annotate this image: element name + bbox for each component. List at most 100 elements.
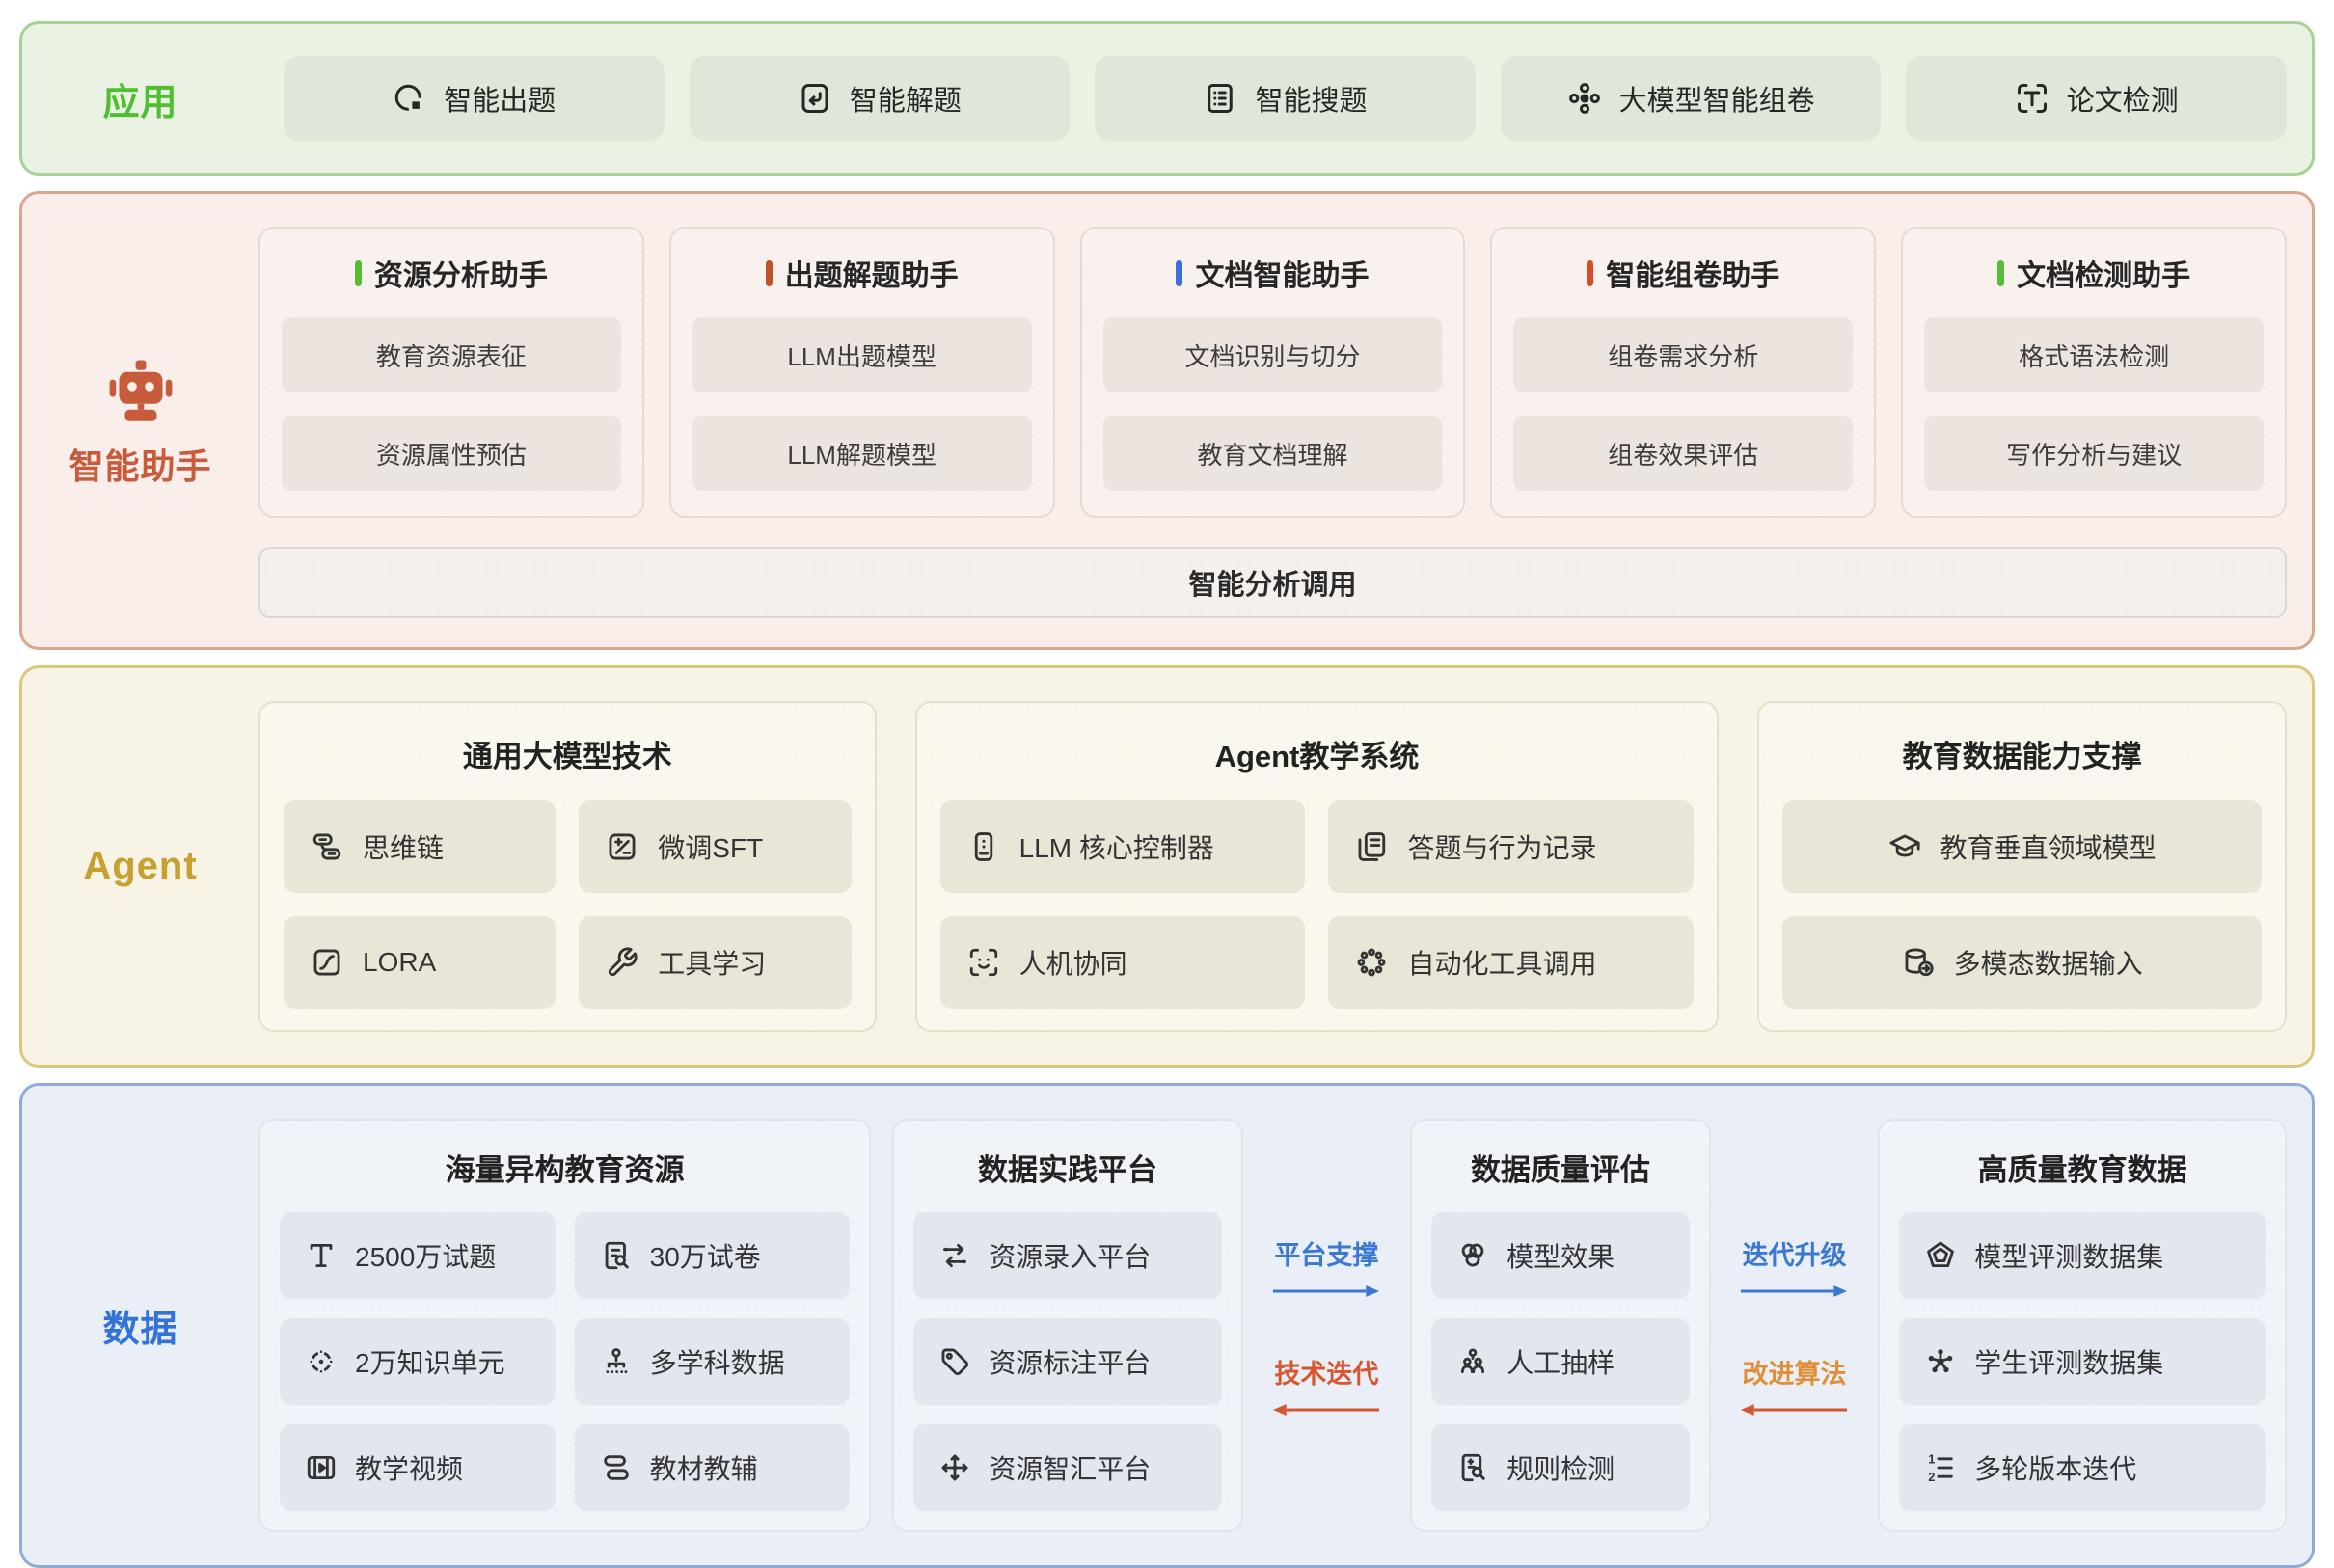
agent-card-title: 教育数据能力支撑 [1902, 740, 2142, 773]
data-chip-model-eval-dataset: 模型评测数据集 [1899, 1212, 2266, 1299]
data-chip-label: 人工抽样 [1506, 1348, 1615, 1378]
data-card-quality-eval: 数据质量评估 模型效果 人工抽样 规则检测 [1410, 1119, 1711, 1532]
text-type-icon [310, 1243, 333, 1268]
agent-chip-label: 自动化工具调用 [1407, 949, 1597, 979]
auto-tool-call-icon [1358, 948, 1386, 977]
agent-chip-lora: LORA [284, 916, 556, 1009]
agent-chip-auto-tool-call: 自动化工具调用 [1328, 916, 1695, 1009]
band-label-col-agent: Agent [22, 701, 258, 1032]
accent-bar [1587, 259, 1594, 286]
assistant-card-title-row: 出题解题助手 [692, 252, 1032, 294]
quiz-generation-icon [395, 84, 423, 113]
flow-forward-label: 平台支撑 [1274, 1240, 1379, 1270]
teaching-video-icon [307, 1455, 336, 1480]
assistant-card-quiz-solve: 出题解题助手 LLM出题模型 LLM解题模型 [668, 227, 1055, 518]
agent-chip-grid: LLM 核心控制器 答题与行为记录 人机协同 自动化工具调用 [939, 800, 1695, 1009]
assistant-chip: 组卷效果评估 [1513, 416, 1854, 491]
app-item-label: 智能搜题 [1255, 86, 1368, 117]
llm-paper-assembly-icon [1568, 83, 1600, 114]
student-eval-dataset-icon [1928, 1349, 1953, 1373]
data-chip-grid: 模型效果 人工抽样 规则检测 [1431, 1212, 1690, 1511]
agent-chip-answer-record: 答题与行为记录 [1328, 800, 1695, 893]
app-item-label: 论文检测 [2066, 86, 2179, 117]
assistant-chip: 资源属性预估 [282, 416, 621, 491]
assistant-card-title-row: 智能组卷助手 [1513, 252, 1853, 294]
data-chip-model-effect: 模型效果 [1431, 1212, 1690, 1299]
data-chip-multi-subject: 多学科数据 [574, 1318, 851, 1405]
version-iteration-icon: 12 [1928, 1451, 1953, 1484]
flow-forward-label: 迭代升级 [1742, 1240, 1847, 1270]
data-chip-rule-check: 规则检测 [1431, 1424, 1690, 1511]
arrow-right-icon [1741, 1284, 1848, 1297]
assistant-chip: 文档识别与切分 [1102, 317, 1443, 392]
agent-chip-label: 思维链 [363, 833, 445, 863]
data-card-title: 数据实践平台 [977, 1153, 1157, 1187]
chain-of-thought-icon [312, 833, 341, 860]
data-chip-textbooks: 教材教辅 [574, 1424, 851, 1511]
arrow-right-icon [1273, 1284, 1380, 1297]
band-agent: Agent 通用大模型技术 思维链 微调SFT LORA [19, 665, 2315, 1068]
accent-bar [1176, 259, 1183, 286]
flow-backward-label: 技术迭代 [1274, 1359, 1379, 1389]
agent-chip-llm-controller: LLM 核心控制器 [939, 800, 1306, 893]
agent-card-title: 通用大模型技术 [462, 740, 672, 773]
model-effect-icon [1461, 1243, 1484, 1267]
data-chip-label: 多学科数据 [649, 1348, 785, 1378]
agent-chip-label: LLM 核心控制器 [1018, 833, 1214, 863]
assistant-card-title-row: 资源分析助手 [282, 252, 621, 294]
assistant-chip: 教育资源表征 [282, 317, 621, 392]
assistant-card-title-row: 文档检测助手 [1924, 252, 2264, 294]
data-chip-resource-entry: 资源录入平台 [913, 1212, 1222, 1299]
agent-card-llm-tech: 通用大模型技术 思维链 微调SFT LORA 工具学习 [258, 701, 877, 1032]
agent-card-edu-data-support: 教育数据能力支撑 教育垂直领域模型 多模态数据输入 [1757, 701, 2287, 1032]
app-item-label: 智能解题 [849, 86, 962, 117]
agent-chip-label: 答题与行为记录 [1407, 833, 1597, 863]
app-item-label: 智能出题 [444, 86, 556, 117]
data-chip-questions: 2500万试题 [280, 1212, 556, 1299]
app-item-quiz-generation: 智能出题 [284, 56, 665, 141]
question-search-icon [1208, 84, 1234, 113]
data-chip-label: 30万试卷 [649, 1242, 761, 1272]
band-label-agent: Agent [83, 845, 198, 887]
tool-learning-icon [609, 947, 638, 977]
flow-backward-label: 改进算法 [1742, 1359, 1847, 1389]
agent-chip-human-machine: 人机协同 [939, 916, 1306, 1009]
band-data: 数据 海量异构教育资源 2500万试题 30万试卷 2万知识单元 [19, 1083, 2315, 1568]
agent-chip-label: 工具学习 [658, 949, 767, 979]
flow-iterate-improve: 迭代升级 改进算法 [1732, 1119, 1857, 1532]
data-chip-label: 教材教辅 [649, 1454, 758, 1484]
agent-card-teaching-system: Agent教学系统 LLM 核心控制器 答题与行为记录 人机协同 自动化工具调用 [914, 701, 1720, 1032]
assistant-card-doc-detection: 文档检测助手 格式语法检测 写作分析与建议 [1901, 227, 2287, 518]
answer-record-icon [1359, 832, 1386, 861]
assistant-chip: LLM出题模型 [692, 317, 1032, 392]
multimodal-input-icon [1905, 948, 1934, 977]
assistant-card-title: 智能组卷助手 [1606, 260, 1780, 292]
manual-sampling-icon [1461, 1348, 1485, 1374]
app-item-paper-detection: 论文检测 [1906, 56, 2287, 141]
band-label-col-assistant: 智能助手 [22, 227, 258, 618]
data-chip-grid: 资源录入平台 资源标注平台 资源智汇平台 [913, 1212, 1222, 1511]
textbook-icon [603, 1455, 629, 1480]
app-item-llm-paper-assembly: 大模型智能组卷 [1500, 56, 1882, 141]
assistant-content: 资源分析助手 教育资源表征 资源属性预估 出题解题助手 LLM出题模型 LLM解… [258, 227, 2287, 618]
agent-chip-grid: 教育垂直领域模型 多模态数据输入 [1782, 800, 2262, 1009]
flow-forward-group: 平台支撑 [1269, 1234, 1383, 1299]
model-eval-dataset-icon [1927, 1241, 1955, 1268]
data-cards-row: 海量异构教育资源 2500万试题 30万试卷 2万知识单元 多学科数据 [258, 1119, 2288, 1532]
resource-hub-icon [941, 1454, 968, 1481]
data-chip-student-eval-dataset: 学生评测数据集 [1899, 1318, 2266, 1405]
agent-chip-label: 人机协同 [1018, 949, 1127, 979]
agent-chip-label: 教育垂直领域模型 [1940, 833, 2157, 863]
resource-tag-icon [941, 1348, 969, 1376]
data-card-edu-resources: 海量异构教育资源 2500万试题 30万试卷 2万知识单元 多学科数据 [258, 1119, 872, 1532]
data-card-practice-platform: 数据实践平台 资源录入平台 资源标注平台 资源智汇平台 [892, 1119, 1243, 1532]
data-chip-knowledge-units: 2万知识单元 [280, 1318, 556, 1405]
agent-cards-row: 通用大模型技术 思维链 微调SFT LORA 工具学习 [258, 701, 2287, 1032]
band-label-assistant: 智能助手 [68, 446, 212, 486]
llm-controller-icon [974, 832, 992, 861]
accent-bar [354, 259, 362, 286]
robot-icon [109, 360, 172, 421]
data-chip-label: 模型效果 [1506, 1242, 1615, 1272]
data-chip-label: 规则检测 [1506, 1454, 1615, 1484]
